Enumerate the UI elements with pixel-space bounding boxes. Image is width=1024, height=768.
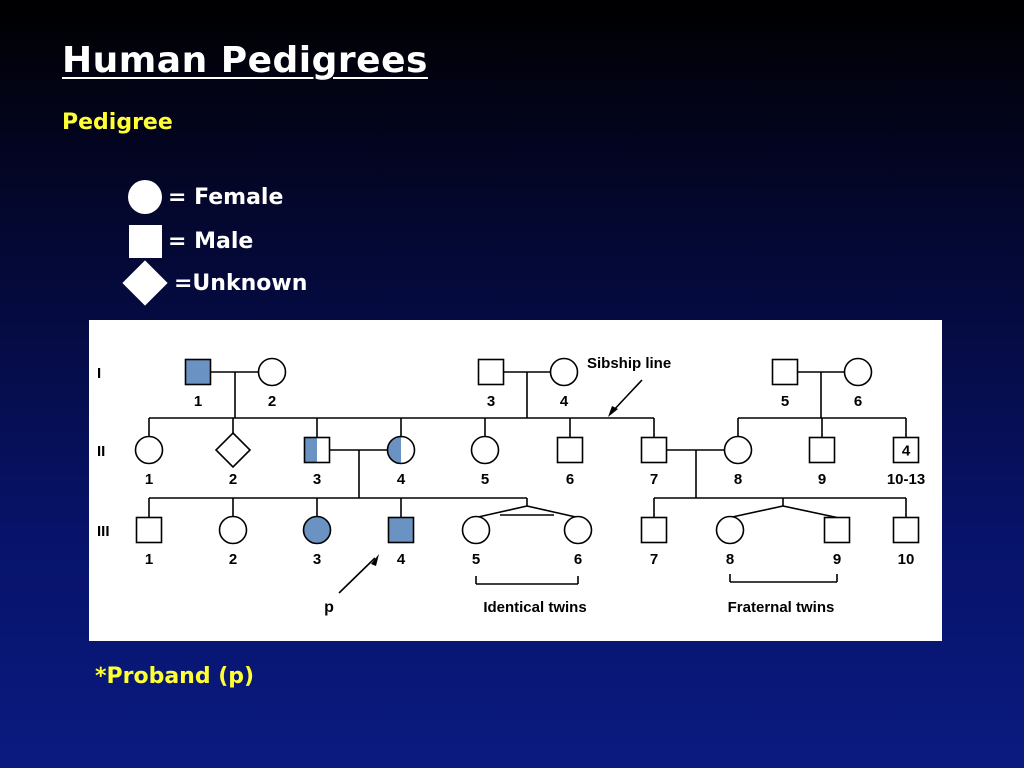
individual-iii1 — [135, 516, 163, 544]
individual-iii2 — [218, 515, 248, 545]
circle-icon — [128, 180, 162, 214]
individual-label: 7 — [650, 551, 658, 568]
individual-label: 1 — [145, 551, 153, 568]
connector-line — [475, 505, 528, 519]
proband-marker: p — [324, 599, 334, 616]
individual-label: 3 — [313, 551, 321, 568]
individual-ii10 — [892, 436, 920, 464]
proband-note: *Proband (p) — [95, 664, 255, 689]
individual-label: 1 — [194, 393, 202, 410]
legend-male: = Male — [122, 221, 253, 261]
individual-i2 — [257, 357, 287, 387]
connector-line — [526, 505, 579, 519]
sibship-arrow — [610, 379, 643, 414]
individual-i5 — [771, 358, 799, 386]
individual-label: 9 — [818, 471, 826, 488]
individual-i3 — [477, 358, 505, 386]
identical-twins-label: Identical twins — [483, 599, 586, 616]
slide-title: Human Pedigrees — [62, 40, 428, 81]
individual-label: 8 — [734, 471, 742, 488]
connector-line — [729, 505, 784, 519]
individual-i1 — [184, 358, 212, 386]
individual-label: 2 — [229, 471, 237, 488]
individual-iii5 — [461, 515, 491, 545]
diamond-icon — [122, 260, 168, 306]
individual-label: 6 — [574, 551, 582, 568]
slide-subtitle: Pedigree — [62, 110, 173, 135]
individual-label: 5 — [472, 551, 480, 568]
individual-iii9 — [823, 516, 851, 544]
individual-label: 4 — [397, 471, 406, 488]
individual-ii3 — [303, 436, 331, 464]
individual-label: 8 — [726, 551, 734, 568]
generation-label: I — [97, 365, 101, 382]
individual-label: 10 — [898, 551, 915, 568]
fraternal-twins-label: Fraternal twins — [728, 599, 835, 616]
individual-label: 4 — [560, 393, 569, 410]
legend-unknown: =Unknown — [122, 260, 308, 306]
individual-i4 — [549, 357, 579, 387]
affected-fill — [304, 437, 317, 463]
legend-female: = Female — [122, 177, 283, 217]
individual-label: 2 — [229, 551, 237, 568]
individual-iii8 — [715, 515, 745, 545]
individual-label: 2 — [268, 393, 276, 410]
individual-ii4 — [386, 435, 416, 465]
individual-label: 7 — [650, 471, 658, 488]
proband-arrow — [338, 557, 376, 594]
sibship-line-label: Sibship line — [587, 355, 671, 372]
affected-fill — [387, 436, 401, 464]
generation-label: III — [97, 523, 110, 540]
individual-ii2 — [214, 431, 252, 469]
connector-line — [782, 505, 838, 519]
individual-label: 5 — [481, 471, 489, 488]
individual-label: 3 — [313, 471, 321, 488]
individual-iii6 — [563, 515, 593, 545]
individual-ii5 — [470, 435, 500, 465]
proband-arrowhead — [371, 554, 379, 566]
individual-label: 1 — [145, 471, 153, 488]
individual-ii9 — [808, 436, 836, 464]
individual-ii6 — [556, 436, 584, 464]
individual-iii7 — [640, 516, 668, 544]
individual-count: 4 — [902, 443, 911, 460]
individual-label: 5 — [781, 393, 789, 410]
legend-female-label: = Female — [168, 184, 284, 210]
square-icon — [129, 224, 162, 258]
individual-label: 6 — [566, 471, 574, 488]
individual-iii4 — [387, 516, 415, 544]
individual-label: 9 — [833, 551, 841, 568]
legend-male-label: = Male — [168, 228, 254, 254]
generation-label: II — [97, 443, 105, 460]
individual-label: 4 — [397, 551, 406, 568]
individual-iii3 — [302, 515, 332, 545]
individual-ii8 — [723, 435, 753, 465]
individual-ii1 — [134, 435, 164, 465]
individual-label: 10-13 — [887, 471, 925, 488]
individual-iii10 — [892, 516, 920, 544]
individual-i6 — [843, 357, 873, 387]
individual-ii7 — [640, 436, 668, 464]
sibship-arrowhead — [608, 406, 618, 417]
individual-label: 3 — [487, 393, 495, 410]
individual-label: 6 — [854, 393, 862, 410]
legend-unknown-label: =Unknown — [174, 270, 308, 296]
